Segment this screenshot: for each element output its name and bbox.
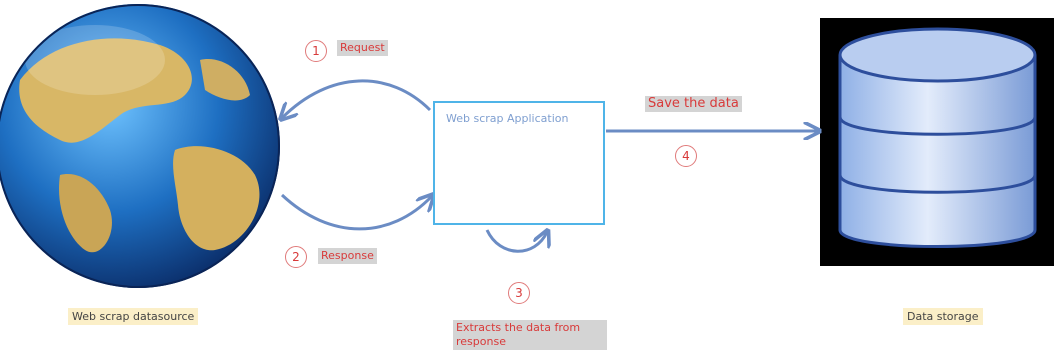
database-icon: [820, 18, 1054, 266]
storage-caption: Data storage: [903, 308, 983, 325]
app-box-label: Web scrap Application: [446, 112, 569, 125]
extract-arrow: [485, 230, 547, 253]
step-1-badge: 1: [305, 40, 327, 62]
step-2-badge: 2: [285, 246, 307, 268]
web-scrap-application-box: [433, 101, 605, 225]
step-4-badge: 4: [675, 145, 697, 167]
request-arrow: [282, 79, 432, 118]
step-4-label: Save the data: [645, 96, 742, 112]
globe-icon: [0, 4, 280, 288]
datasource-caption: Web scrap datasource: [68, 308, 199, 325]
step-2-label: Response: [318, 248, 377, 264]
response-arrow: [280, 195, 432, 231]
step-1-label: Request: [337, 40, 388, 56]
step-3-badge: 3: [508, 282, 530, 304]
step-3-label: Extracts the data from response: [453, 320, 607, 350]
